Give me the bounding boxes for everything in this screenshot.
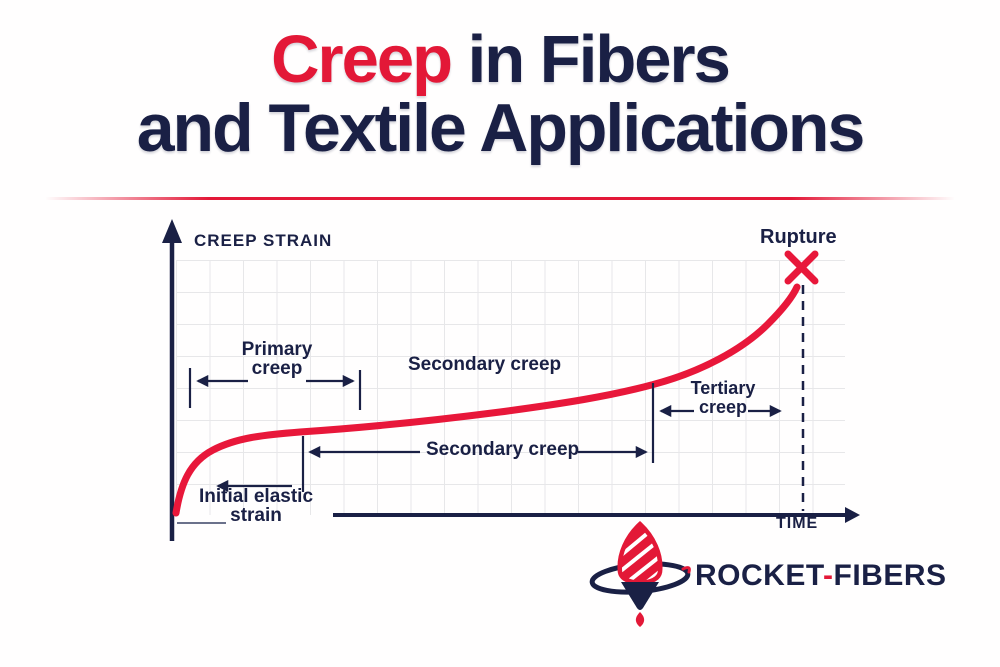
title-line-2: and Textile Applications: [136, 90, 866, 167]
rocket-icon: [589, 520, 691, 627]
tertiary-creep-label-line1: Tertiary: [690, 378, 756, 398]
ring-tip-icon: [681, 566, 691, 574]
primary-creep-label-line2: creep: [251, 358, 303, 380]
rupture-x-icon: [784, 250, 819, 285]
initial-elastic-pointers: [177, 479, 292, 524]
title-divider-line: [45, 197, 955, 200]
title-word-creep: Creep: [271, 22, 453, 97]
x-axis-arrowhead-icon: [845, 507, 860, 523]
secondary-creep-bracket: [301, 383, 655, 492]
x-axis-label: TIME: [776, 515, 819, 532]
brand-word-fibers: FIBERS: [833, 559, 947, 592]
initial-elastic-strain-label: Initial elastic strain: [194, 487, 318, 526]
creep-curve: [172, 283, 801, 517]
primary-creep-label-line1: Primary: [241, 339, 313, 360]
initial-elastic-label-line1: Initial elastic: [198, 486, 314, 507]
rupture-label: Rupture: [760, 226, 837, 248]
secondary-creep-upper-label: Secondary creep: [408, 354, 562, 375]
title-line-1: Creep in Fibers: [0, 25, 1000, 94]
brand-logo: ROCKET-FIBERS: [583, 516, 946, 636]
y-axis: [162, 219, 182, 541]
y-axis-arrowhead-icon: [162, 219, 182, 243]
x-axis: [333, 507, 860, 523]
tertiary-creep-label: Tertiary creep: [678, 379, 768, 417]
initial-elastic-label-line2: strain: [230, 505, 282, 527]
primary-creep-bracket: [188, 368, 362, 410]
brand-name: ROCKET-FIBERS: [695, 559, 947, 593]
y-axis-label: CREEP STRAIN: [194, 231, 333, 250]
brand-hyphen: -: [823, 559, 834, 592]
secondary-creep-lower-label: Secondary creep: [426, 439, 580, 460]
title-rest: in Fibers: [467, 22, 731, 97]
rocket-nose-icon: [617, 520, 663, 586]
chart-gridlines: [176, 260, 845, 515]
page-title: Creep in Fibers and Textile Applications: [0, 25, 1000, 167]
primary-creep-label: Primary creep: [222, 340, 332, 379]
rocket-tail-icon: [621, 582, 659, 610]
flame-icon: [635, 612, 645, 627]
tertiary-creep-label-line2: creep: [698, 396, 748, 417]
brand-word-rocket: ROCKET: [695, 559, 824, 592]
